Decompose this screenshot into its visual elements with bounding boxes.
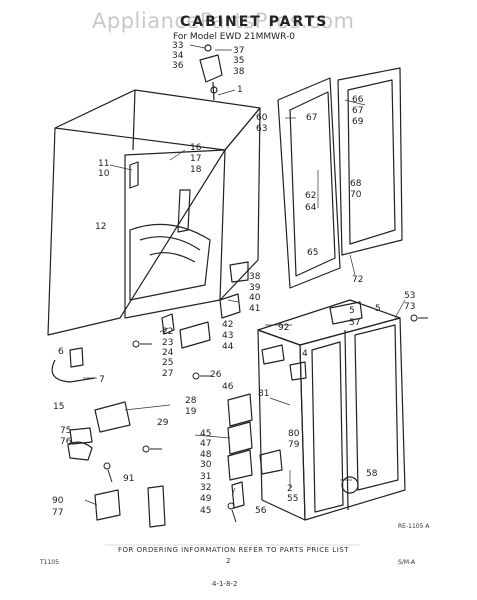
part-label-69: 69 [352, 117, 364, 127]
part-label-5: 5 [349, 306, 355, 316]
model-subtitle: For Model EWD 21MMWR-0 [173, 32, 295, 42]
cam-and-bracket-parts [67, 401, 131, 461]
watermark: AppliancePartsPros.com [92, 9, 355, 33]
ordering-note: FOR ORDERING INFORMATION REFER TO PARTS … [118, 546, 349, 554]
part-label-28: 28 [185, 396, 197, 406]
page-number: 2 [226, 557, 231, 565]
part-label-30: 30 [200, 460, 212, 470]
part-label-46: 46 [222, 382, 234, 392]
part-label-63: 63 [256, 124, 267, 134]
part-label-33: 33 [172, 41, 183, 51]
part-label-7: 7 [99, 375, 105, 385]
part-label-91: 91 [123, 474, 134, 484]
part-label-23: 23 [162, 338, 173, 348]
part-label-67: 67 [352, 106, 363, 116]
part-label-47: 47 [200, 439, 211, 449]
part-label-48: 48 [200, 450, 212, 460]
part-label-92: 92 [278, 323, 289, 333]
part-label-38: 38 [249, 272, 261, 282]
part-label-70: 70 [350, 190, 362, 200]
part-label-4: 4 [302, 349, 308, 359]
part-label-26: 26 [210, 370, 222, 380]
part-label-80: 80 [288, 429, 300, 439]
switch-and-housing-parts [259, 344, 307, 475]
part-label-58: 58 [366, 469, 378, 479]
page-title: CABINET PARTS [180, 14, 329, 30]
part-label-27: 27 [162, 369, 173, 379]
part-label-39: 39 [249, 283, 261, 293]
water-tube [51, 347, 96, 383]
figure-code: RE-1105 A [398, 523, 430, 530]
hinge-bracket-parts [161, 261, 249, 349]
part-label-37: 37 [233, 46, 244, 56]
part-label-42: 42 [222, 320, 233, 330]
rail-parts [227, 393, 253, 509]
part-label-15: 15 [53, 402, 64, 412]
part-label-6: 6 [58, 347, 64, 357]
part-label-60: 60 [256, 113, 268, 123]
freezer-door-gasket [277, 77, 341, 289]
screws [103, 314, 428, 523]
part-label-29: 29 [157, 418, 169, 428]
top-hinge-assembly [199, 44, 223, 101]
part-label-5: 5 [375, 304, 381, 314]
part-label-76: 76 [60, 437, 72, 447]
part-label-49: 49 [200, 494, 212, 504]
inner-liner [257, 299, 406, 521]
part-label-68: 68 [350, 179, 362, 189]
part-label-81: 81 [258, 389, 269, 399]
part-label-64: 64 [305, 203, 317, 213]
left-code: T1105 [40, 559, 59, 566]
part-label-32: 32 [200, 483, 211, 493]
part-label-55: 55 [287, 494, 298, 504]
part-label-45: 45 [200, 506, 211, 516]
part-label-18: 18 [190, 165, 202, 175]
part-label-25: 25 [162, 358, 173, 368]
part-label-43: 43 [222, 331, 233, 341]
part-label-36: 36 [172, 61, 184, 71]
part-label-56: 56 [255, 506, 267, 516]
part-label-73: 73 [404, 302, 415, 312]
hinge-cover-parts [94, 485, 166, 528]
part-label-2: 2 [287, 484, 293, 494]
part-label-65: 65 [307, 248, 318, 258]
part-label-57: 57 [349, 318, 360, 328]
part-label-31: 31 [200, 472, 211, 482]
part-label-77: 77 [52, 508, 63, 518]
part-label-38: 38 [233, 67, 245, 77]
part-label-19: 19 [185, 407, 197, 417]
part-label-34: 34 [172, 51, 184, 61]
part-label-1: 1 [237, 85, 243, 95]
part-label-72: 72 [352, 275, 363, 285]
part-label-66: 66 [352, 95, 364, 105]
part-label-11: 11 [98, 159, 109, 169]
part-label-24: 24 [162, 348, 174, 358]
part-label-79: 79 [288, 440, 300, 450]
part-label-10: 10 [98, 169, 110, 179]
part-label-45: 45 [200, 429, 211, 439]
part-label-41: 41 [249, 304, 260, 314]
part-label-90: 90 [52, 496, 64, 506]
part-label-22: 22 [162, 327, 173, 337]
part-label-16: 16 [190, 143, 202, 153]
part-label-67: 67 [306, 113, 317, 123]
part-label-62: 62 [305, 191, 316, 201]
bottom-code: 4-1-8-2 [212, 580, 238, 588]
cabinet-shell [47, 89, 261, 336]
part-label-40: 40 [249, 293, 261, 303]
part-label-44: 44 [222, 342, 234, 352]
part-label-75: 75 [60, 426, 71, 436]
part-label-53: 53 [404, 291, 415, 301]
fresh-food-door-gasket [337, 67, 403, 256]
right-code: S/M-A [398, 559, 416, 566]
part-label-35: 35 [233, 56, 244, 66]
part-label-17: 17 [190, 154, 201, 164]
part-label-12: 12 [95, 222, 106, 232]
